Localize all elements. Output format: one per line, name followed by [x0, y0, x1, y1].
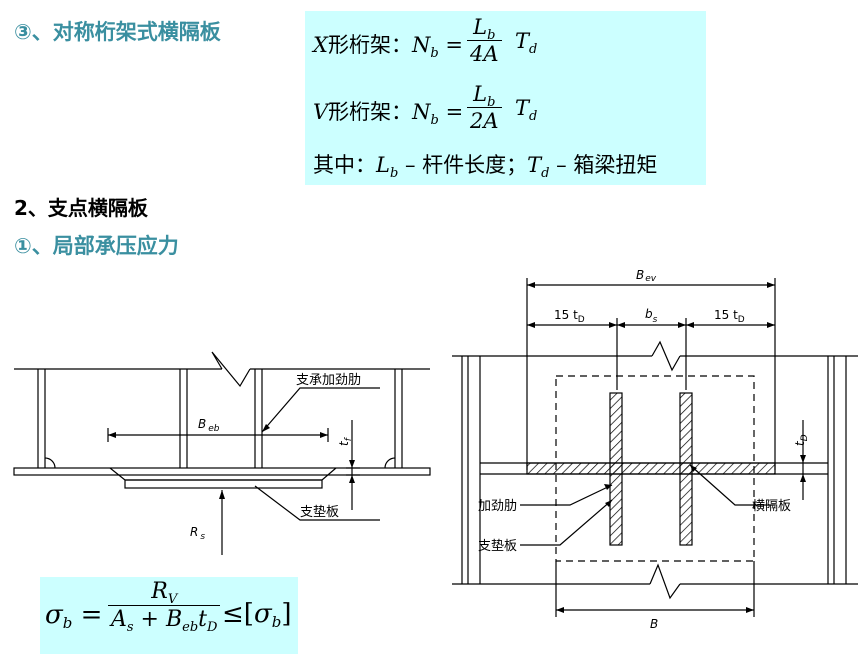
right-label-15td-right: 15 tD: [714, 308, 745, 325]
v-truss-formula: V形桁架：Nb =: [313, 100, 464, 128]
v-truss-torque: Td: [515, 96, 538, 124]
right-plan-view: [452, 278, 858, 617]
right-label-pad: 支垫板: [478, 538, 517, 554]
bearing-stress-fraction: RV As + BebtD: [108, 579, 221, 635]
right-hatched-members: [526, 392, 776, 546]
right-label-b: B: [650, 617, 658, 631]
x-truss-fraction: Lb 4A: [467, 15, 502, 66]
truss-formula-box: X形桁架：Nb = Lb 4A Td V形桁架：Nb = Lb 2A Td 其中…: [305, 11, 706, 185]
right-label-diaphragm: 横隔板: [752, 499, 791, 514]
right-label-15td-left: 15 tD: [554, 308, 585, 325]
left-label-pad: 支垫板: [300, 504, 339, 520]
right-label-bs: bs: [645, 307, 658, 325]
left-label-stiffener: 支承加劲肋: [296, 373, 361, 388]
left-girder-elevation: [13, 351, 431, 555]
left-label-tf: tf: [337, 436, 354, 446]
bearing-stress-formula-box: σb = RV As + BebtD ≤[σb]: [40, 577, 298, 654]
allowable-stress: ≤[σb]: [222, 599, 292, 631]
x-truss-formula: X形桁架：Nb =: [313, 33, 463, 61]
heading-support-diaphragm: 2、支点横隔板: [14, 196, 148, 220]
heading-local-bearing-stress: ①、局部承压应力: [14, 234, 179, 258]
right-label-td: tD: [793, 434, 810, 446]
right-label-bev: Bev: [636, 268, 657, 284]
v-truss-fraction: Lb 2A: [467, 82, 502, 133]
formula-note: 其中：Lb – 杆件长度；Td – 箱梁扭矩: [313, 153, 658, 181]
x-truss-torque: Td: [515, 29, 538, 57]
sigma-b-lhs: σb =: [45, 600, 103, 632]
heading-symmetric-truss-diaphragm: ③、对称桁架式横隔板: [14, 20, 221, 44]
right-label-stiffener: 加劲肋: [478, 499, 517, 514]
